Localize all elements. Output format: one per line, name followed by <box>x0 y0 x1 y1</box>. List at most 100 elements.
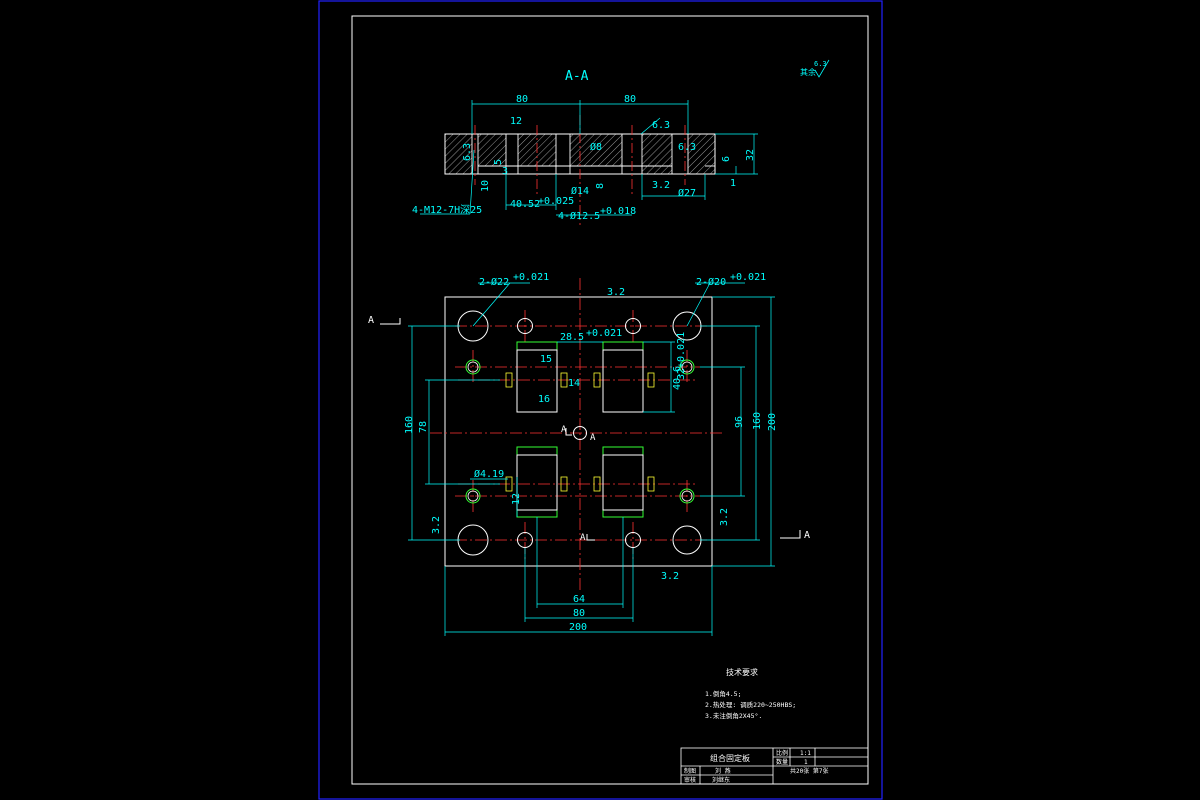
dim-2-phi20-tol: +0.021 <box>730 272 766 283</box>
notes-heading: 技术要求 <box>726 667 758 677</box>
hatch-region-1 <box>445 134 472 174</box>
pocket-bottom-left-outer <box>516 446 558 518</box>
dim-64: 64 <box>573 594 585 605</box>
roughness-plan-d: 3.2 <box>719 508 730 526</box>
dim-4-holes: 4-Ø12.5 <box>558 210 600 222</box>
dim-40-6-tol: +0.021 <box>676 332 687 368</box>
hatch-region-4 <box>570 134 622 166</box>
title-block: 组合固定板 比例 1:1 数量 1 共20张 第7张 制图 刘 燕 审核 刘继东 <box>680 747 869 785</box>
dim-28-5-tol: +0.021 <box>586 328 622 339</box>
dim-160-left: 160 <box>404 416 415 434</box>
plan-threaded-holes-inner <box>467 361 693 502</box>
tb-ratio-value: 1:1 <box>800 750 811 757</box>
section-view-a-a: A-A 其余 6.3 <box>412 59 830 225</box>
hole-small-1 <box>517 318 533 334</box>
dim-phi27: Ø27 <box>678 187 696 199</box>
thread-hole-1 <box>465 359 481 375</box>
roughness-63-a: 6.3 <box>652 120 670 131</box>
dim-80-left: 80 <box>516 94 528 105</box>
dim-200-right: 200 <box>767 413 778 431</box>
pocket-top-left-inner <box>516 349 558 413</box>
dim-5: 5 <box>493 159 504 165</box>
roughness-63-b: 6.3 <box>462 143 473 161</box>
roughness-32: 3.2 <box>652 180 670 191</box>
roughness-symbol <box>814 59 830 78</box>
plan-view: A A A A A <box>368 272 810 636</box>
dim-80: 80 <box>573 608 585 619</box>
hatch-region-6 <box>688 134 715 174</box>
dim-1: 1 <box>730 178 736 189</box>
dim-32: 32 <box>745 149 756 161</box>
plan-small-holes <box>517 318 641 548</box>
plan-dimension-texts: 2-Ø22 +0.021 2-Ø20 +0.021 28.5 +0.021 40… <box>404 272 778 633</box>
pocket-top-right-inner <box>602 349 644 413</box>
tb-qty-label: 数量 <box>776 758 788 766</box>
plan-dimension-lines <box>408 282 775 636</box>
dim-16: 16 <box>538 394 550 405</box>
tb-drawn-label: 制图 <box>684 767 696 775</box>
dim-28-5: 28.5 <box>560 332 584 343</box>
dim-160-right: 160 <box>752 412 763 430</box>
tb-drawn-name: 刘 燕 <box>715 767 731 775</box>
dim-80-right: 80 <box>624 94 636 105</box>
section-dimension-texts: 80 80 12 Ø8 6.3 6.3 6.3 6 32 1 10 5 3 40… <box>412 94 756 222</box>
dim-40-6: 40.6 <box>672 366 683 390</box>
dim-phi8: Ø8 <box>590 141 602 153</box>
roughness-plan-b: 3.2 <box>661 571 679 582</box>
dim-96: 96 <box>734 416 745 428</box>
dim-40-52: 40.52 <box>510 199 540 210</box>
section-cut-markers <box>380 318 801 541</box>
hole-small-4 <box>625 532 641 548</box>
plan-pins <box>505 372 655 492</box>
section-internal-lines <box>471 134 715 174</box>
tb-check-name: 刘继东 <box>712 776 730 784</box>
dim-8: 8 <box>595 183 606 189</box>
pocket-top-left-outer <box>516 341 558 413</box>
plan-threaded-holes <box>465 359 695 504</box>
inner-frame-border <box>351 15 869 785</box>
note-line-2: 2.热处理: 调质220~250HBS; <box>705 700 796 709</box>
dim-2-phi22-tol: +0.021 <box>513 272 549 283</box>
dim-12: 12 <box>511 493 522 505</box>
cut-label-a-center: A <box>561 425 567 435</box>
dim-12-top: 12 <box>510 116 522 127</box>
dim-78: 78 <box>418 421 429 433</box>
hole-small-center <box>573 426 587 440</box>
pocket-bottom-right-inner <box>602 454 644 511</box>
tb-qty-value: 1 <box>804 759 808 766</box>
dim-3: 3 <box>502 166 508 177</box>
tb-part-name: 组合固定板 <box>710 753 750 763</box>
hatch-region-5 <box>642 134 672 174</box>
thread-hole-4 <box>679 488 695 504</box>
dim-2-phi20: 2-Ø20 <box>696 276 726 288</box>
hole-small-2 <box>625 318 641 334</box>
outer-sheet-border <box>318 0 883 800</box>
pocket-bottom-right-outer <box>602 446 644 518</box>
roughness-note: 其余 <box>800 67 816 77</box>
plan-plate-outline <box>444 296 713 567</box>
note-line-3: 3.未注倒角2X45°. <box>705 711 762 720</box>
tb-sheet-info: 共20张 第7张 <box>790 767 828 775</box>
note-line-1: 1.倒角4.5; <box>705 689 741 698</box>
cut-label-a-bottom: A <box>580 533 586 543</box>
section-dimension-lines <box>420 100 758 216</box>
tb-check-label: 审核 <box>684 776 696 784</box>
plan-center-lines <box>430 278 725 590</box>
dim-10: 10 <box>480 180 491 192</box>
dim-4-holes-tol: +0.018 <box>600 206 636 217</box>
roughness-general: 其余 6.3 <box>800 59 830 78</box>
pocket-top-right-outer <box>602 341 644 413</box>
cut-label-a-center2: A <box>590 433 596 443</box>
roughness-plan-a: 3.2 <box>607 287 625 298</box>
cut-label-a-right: A <box>804 530 810 541</box>
plan-pockets <box>516 341 644 518</box>
thread-hole-2 <box>679 359 695 375</box>
dim-phi14: Ø14 <box>571 185 589 197</box>
hole-small-3 <box>517 532 533 548</box>
dim-40-52-tol: +0.025 <box>538 196 574 207</box>
tb-ratio-label: 比例 <box>776 749 788 757</box>
hatch-region-2 <box>478 134 506 166</box>
dim-15: 15 <box>540 354 552 365</box>
dim-32v: 32 <box>676 368 687 380</box>
